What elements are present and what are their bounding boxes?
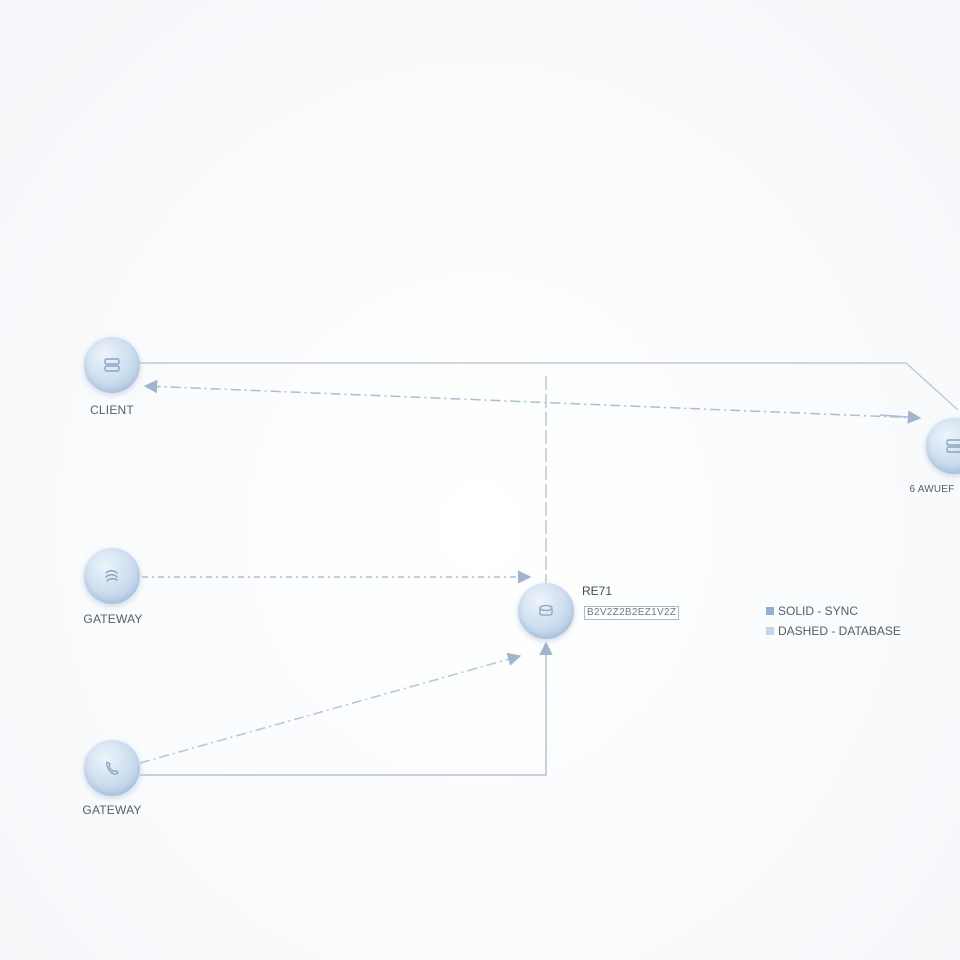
node-gateway-top[interactable] xyxy=(84,548,140,604)
node-label-client: CLIENT xyxy=(90,403,134,417)
legend-swatch-solid xyxy=(766,607,774,615)
edge-gateway-bottom-diagonal xyxy=(139,652,522,764)
edge-client-to-right xyxy=(140,362,959,411)
node-gateway-bottom[interactable] xyxy=(84,740,140,796)
node-label-ref: RE71 xyxy=(582,584,613,598)
legend-swatch-dashed xyxy=(766,627,774,635)
node-label-gateway-bottom: GATEWAY xyxy=(82,803,142,817)
legend: SOLID - SYNC DASHED - DATABASE xyxy=(766,601,901,641)
swirl-icon xyxy=(105,570,118,582)
edge-gateway-bottom-solid xyxy=(140,641,553,776)
node-label-right: 6 AWUEF xyxy=(909,484,955,495)
node-label-gateway-top: GATEWAY xyxy=(83,612,143,626)
legend-label-dashed: DASHED - DATABASE xyxy=(778,624,901,638)
node-sublabel-ref: B2V2Z2B2EZ1V2Z xyxy=(584,606,680,620)
server-icon xyxy=(104,358,120,372)
legend-item-solid: SOLID - SYNC xyxy=(766,601,901,621)
server-icon xyxy=(946,439,960,453)
phone-icon xyxy=(106,761,119,775)
edge-right-to-client xyxy=(143,379,921,419)
node-client[interactable] xyxy=(84,337,140,393)
stack-icon xyxy=(539,604,553,616)
node-ref[interactable] xyxy=(518,583,574,639)
legend-item-dashed: DASHED - DATABASE xyxy=(766,621,901,641)
edge-arrow-to-right xyxy=(879,410,922,424)
legend-label-solid: SOLID - SYNC xyxy=(778,604,859,618)
